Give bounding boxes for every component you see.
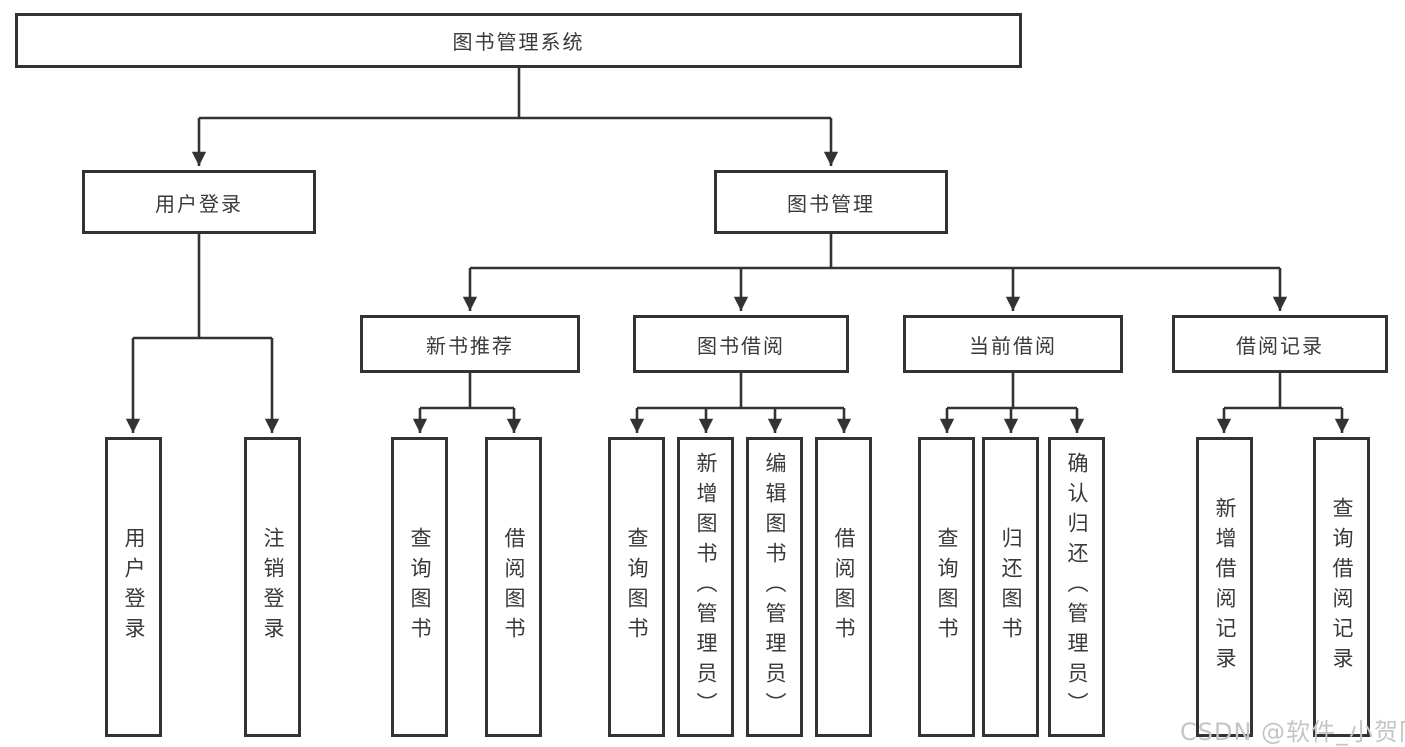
- node-user-login: 用户登录: [82, 170, 316, 234]
- node-book-borrowing: 图书借阅: [633, 315, 849, 373]
- node-current-borrowing: 当前借阅: [903, 315, 1123, 373]
- node-borrow-books-recommend: 借阅图书: [485, 437, 542, 737]
- csdn-watermark: CSDN @软件_小贺同学: [1180, 718, 1405, 746]
- node-query-borrow-record: 查询借阅记录: [1313, 437, 1370, 737]
- node-add-books-admin: 新增图书（管理员）: [677, 437, 734, 737]
- node-add-borrow-record: 新增借阅记录: [1196, 437, 1253, 737]
- node-query-books-current: 查询图书: [918, 437, 975, 737]
- node-user-login-leaf: 用户登录: [105, 437, 162, 737]
- node-library-management-system: 图书管理系统: [15, 13, 1022, 68]
- node-borrow-books-borrowing: 借阅图书: [815, 437, 872, 737]
- node-borrowing-records: 借阅记录: [1172, 315, 1388, 373]
- node-query-books-borrowing: 查询图书: [608, 437, 665, 737]
- node-book-management: 图书管理: [714, 170, 948, 234]
- node-confirm-return-admin: 确认归还（管理员）: [1048, 437, 1105, 737]
- node-query-books-recommend: 查询图书: [391, 437, 448, 737]
- node-logout-leaf: 注销登录: [244, 437, 301, 737]
- node-return-books: 归还图书: [982, 437, 1039, 737]
- node-edit-books-admin: 编辑图书（管理员）: [746, 437, 803, 737]
- node-new-book-recommend: 新书推荐: [360, 315, 580, 373]
